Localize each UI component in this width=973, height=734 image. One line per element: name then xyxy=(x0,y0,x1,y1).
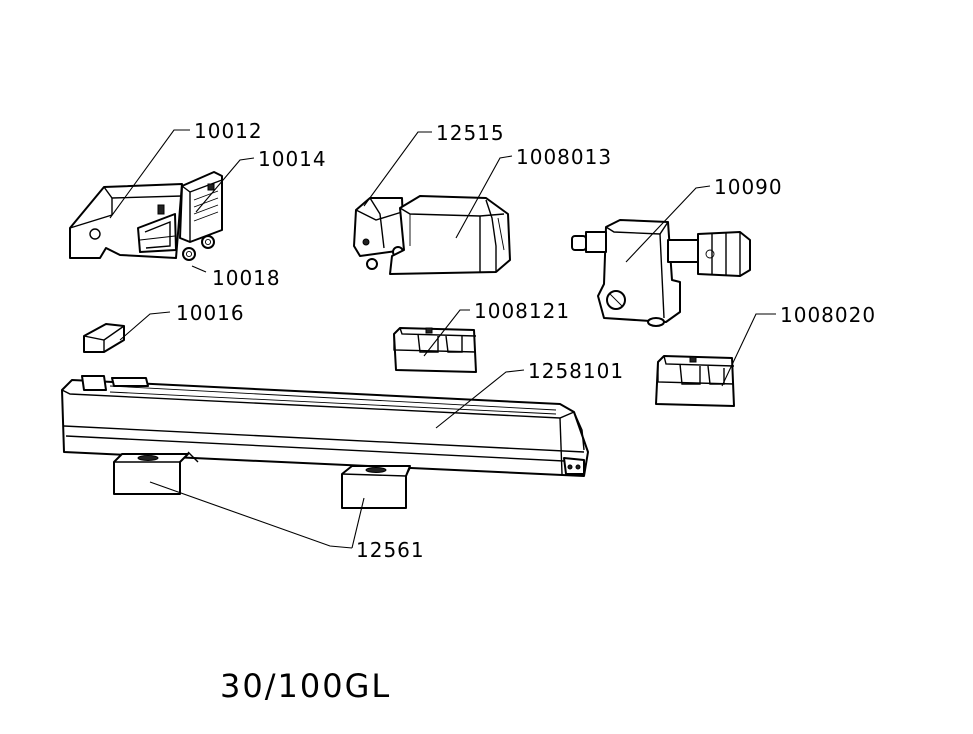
label-12561: 12561 xyxy=(356,538,425,562)
label-1258101: 1258101 xyxy=(528,359,624,383)
leader-lines xyxy=(109,129,776,549)
label-1008121: 1008121 xyxy=(474,299,570,323)
part-10018-shape xyxy=(182,235,215,261)
drawing-title: 30/100GL xyxy=(220,667,391,705)
label-1008020: 1008020 xyxy=(780,303,876,327)
label-10016: 10016 xyxy=(176,301,245,325)
part-12515-shape xyxy=(353,197,405,270)
part-1008013-shape xyxy=(389,195,511,275)
label-10012: 10012 xyxy=(194,119,263,143)
part-1008020-shape xyxy=(655,355,735,407)
part-12561-shape xyxy=(113,453,411,509)
part-1008121-shape xyxy=(393,327,477,373)
part-10014-shape xyxy=(179,171,223,243)
part-1258101-shape xyxy=(61,375,589,477)
label-12515: 12515 xyxy=(436,121,505,145)
part-10016-shape xyxy=(83,323,125,353)
label-10014: 10014 xyxy=(258,147,327,171)
label-10018: 10018 xyxy=(212,266,281,290)
part-10090-shape xyxy=(571,219,751,327)
label-1008013: 1008013 xyxy=(516,145,612,169)
label-10090: 10090 xyxy=(714,175,783,199)
part-10012-shape xyxy=(69,183,183,259)
